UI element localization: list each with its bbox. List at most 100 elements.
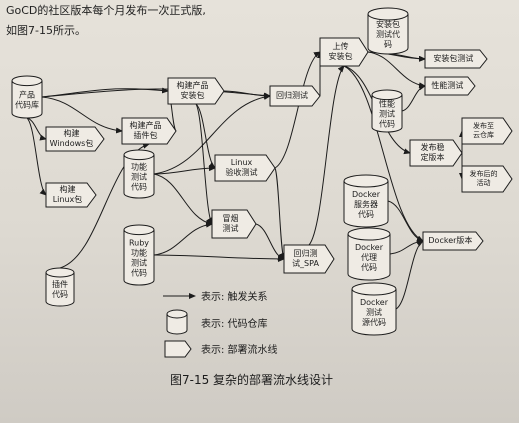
- repo-cylinder-top: [343, 174, 389, 188]
- pipeline-shape: [461, 117, 513, 145]
- node-label-line: 码: [384, 40, 392, 49]
- trigger-edge-func-test-code-to-smoke-test: [153, 173, 213, 226]
- trigger-edge-product-repo-to-build-installer: [41, 87, 169, 98]
- trigger-edges: [26, 51, 465, 310]
- node-label-line: 测试代: [376, 29, 400, 39]
- trigger-edge-installer-test-code-to-installer-test: [387, 53, 426, 62]
- node-label-line: 回归测: [294, 248, 318, 258]
- node-label-line: 代码: [52, 289, 68, 299]
- node-label-line: 功能: [131, 247, 147, 257]
- repo-cylinder-top: [367, 7, 409, 21]
- legend-repo-sample: [166, 309, 188, 335]
- pipeline-shape: [167, 77, 225, 105]
- node-label-line: 构建: [60, 184, 76, 194]
- node-label-line: 试_SPA: [292, 258, 319, 268]
- trigger-edge-product-repo-to-build-windows: [26, 117, 47, 141]
- legend-pipeline-label: 表示: 部署流水线: [201, 343, 278, 356]
- node-label-line: 活动: [477, 178, 491, 187]
- repo-cylinder-top: [371, 89, 403, 101]
- node-label-line: 回归测试: [276, 90, 308, 100]
- trigger-edge-ruby-func-test-to-regression-spa: [153, 254, 285, 262]
- trigger-edge-upload-pkg-to-docker-version: [343, 65, 424, 242]
- pipeline-shape: [424, 49, 488, 69]
- repo-cylinder-body: [343, 181, 389, 228]
- node-label-line: 性能: [379, 98, 395, 108]
- node-label-line: 产品: [19, 89, 35, 99]
- node-label-line: 定版本: [421, 152, 445, 162]
- node-label-line: Windows包: [50, 138, 94, 148]
- repo-cylinder-body: [123, 229, 155, 286]
- diagram-nodes: 产品代码库构建Windows包构建Linux包构建产品插件包构建产品安装包功能测…: [11, 7, 513, 336]
- node-label-line: 代码: [358, 209, 374, 219]
- node-label-line: 测试: [366, 307, 382, 317]
- pipeline-shape: [211, 209, 257, 239]
- pipeline-shape: [422, 231, 484, 251]
- node-label-line: 插件: [52, 279, 68, 289]
- node-label-line: 冒烟: [223, 214, 239, 223]
- node-label-line: 安装包测试: [433, 53, 473, 63]
- trigger-edge-perf-test-code-to-perf-test: [401, 84, 426, 112]
- trigger-edge-func-test-code-to-linux-accept: [153, 165, 216, 175]
- node-label-line: 服务器: [354, 199, 378, 209]
- repo-cylinder-body: [367, 14, 409, 55]
- figure-caption: 图7-15 复杂的部署流水线设计: [170, 372, 333, 387]
- legend-trigger-label: 表示: 触发关系: [201, 290, 268, 303]
- node-docker-version: Docker版本: [422, 231, 484, 251]
- node-label-line: 测试: [131, 257, 147, 267]
- repo-cylinder-body: [45, 272, 75, 307]
- trigger-edge-linux-accept-to-regression-spa: [274, 167, 285, 260]
- node-label-line: 代码: [131, 267, 147, 277]
- node-label-line: 云仓库: [473, 130, 494, 139]
- trigger-edge-linux-accept-to-upload-pkg: [274, 51, 321, 169]
- node-label-line: 安装包: [181, 90, 205, 100]
- node-label-line: Linux包: [53, 194, 83, 204]
- node-label-line: 测试: [379, 108, 395, 118]
- node-label-line: 性能测试: [431, 80, 463, 90]
- node-label-line: Docker: [352, 190, 381, 199]
- pipeline-shape: [45, 126, 105, 152]
- trigger-edge-upload-pkg-to-perf-test: [367, 51, 426, 89]
- legend-repo-label: 表示: 代码仓库: [201, 317, 268, 330]
- trigger-edge-product-repo-to-build-linux: [26, 117, 47, 196]
- trigger-edge-func-test-code-to-regression: [153, 93, 271, 175]
- trigger-edge-build-installer-to-smoke-test: [195, 103, 213, 225]
- trigger-edge-docker-test-to-docker-version: [395, 240, 424, 310]
- trigger-edge-build-installer-to-regression: [223, 90, 271, 99]
- repo-cylinder-top: [45, 267, 75, 278]
- trigger-edge-build-installer-to-linux-accept: [195, 103, 216, 169]
- pipeline-shape: [45, 182, 97, 208]
- node-label-line: 验收测试: [226, 167, 258, 177]
- node-label-line: 构建产品: [130, 120, 162, 130]
- trigger-edge-docker-server-to-docker-version: [387, 200, 424, 243]
- node-label-line: 测试: [223, 223, 239, 233]
- node-label-line: Ruby: [129, 238, 149, 247]
- intro-text-line-2: 如图7-15所示。: [6, 24, 86, 37]
- node-label-line: 安装包: [376, 19, 400, 29]
- repo-cylinder-top: [11, 75, 43, 87]
- node-label-line: 安装包: [329, 51, 353, 61]
- repo-cylinder-top: [351, 282, 397, 296]
- repo-cylinder-body: [123, 154, 155, 199]
- node-label-line: 代码: [379, 118, 395, 128]
- node-label-line: 代理: [361, 252, 377, 262]
- node-label-line: 发布稳: [421, 142, 445, 152]
- trigger-edge-regression-spa-to-upload-pkg: [308, 65, 345, 246]
- intro-text-line-1: GoCD的社区版本每个月发布一次正式版,: [6, 4, 206, 17]
